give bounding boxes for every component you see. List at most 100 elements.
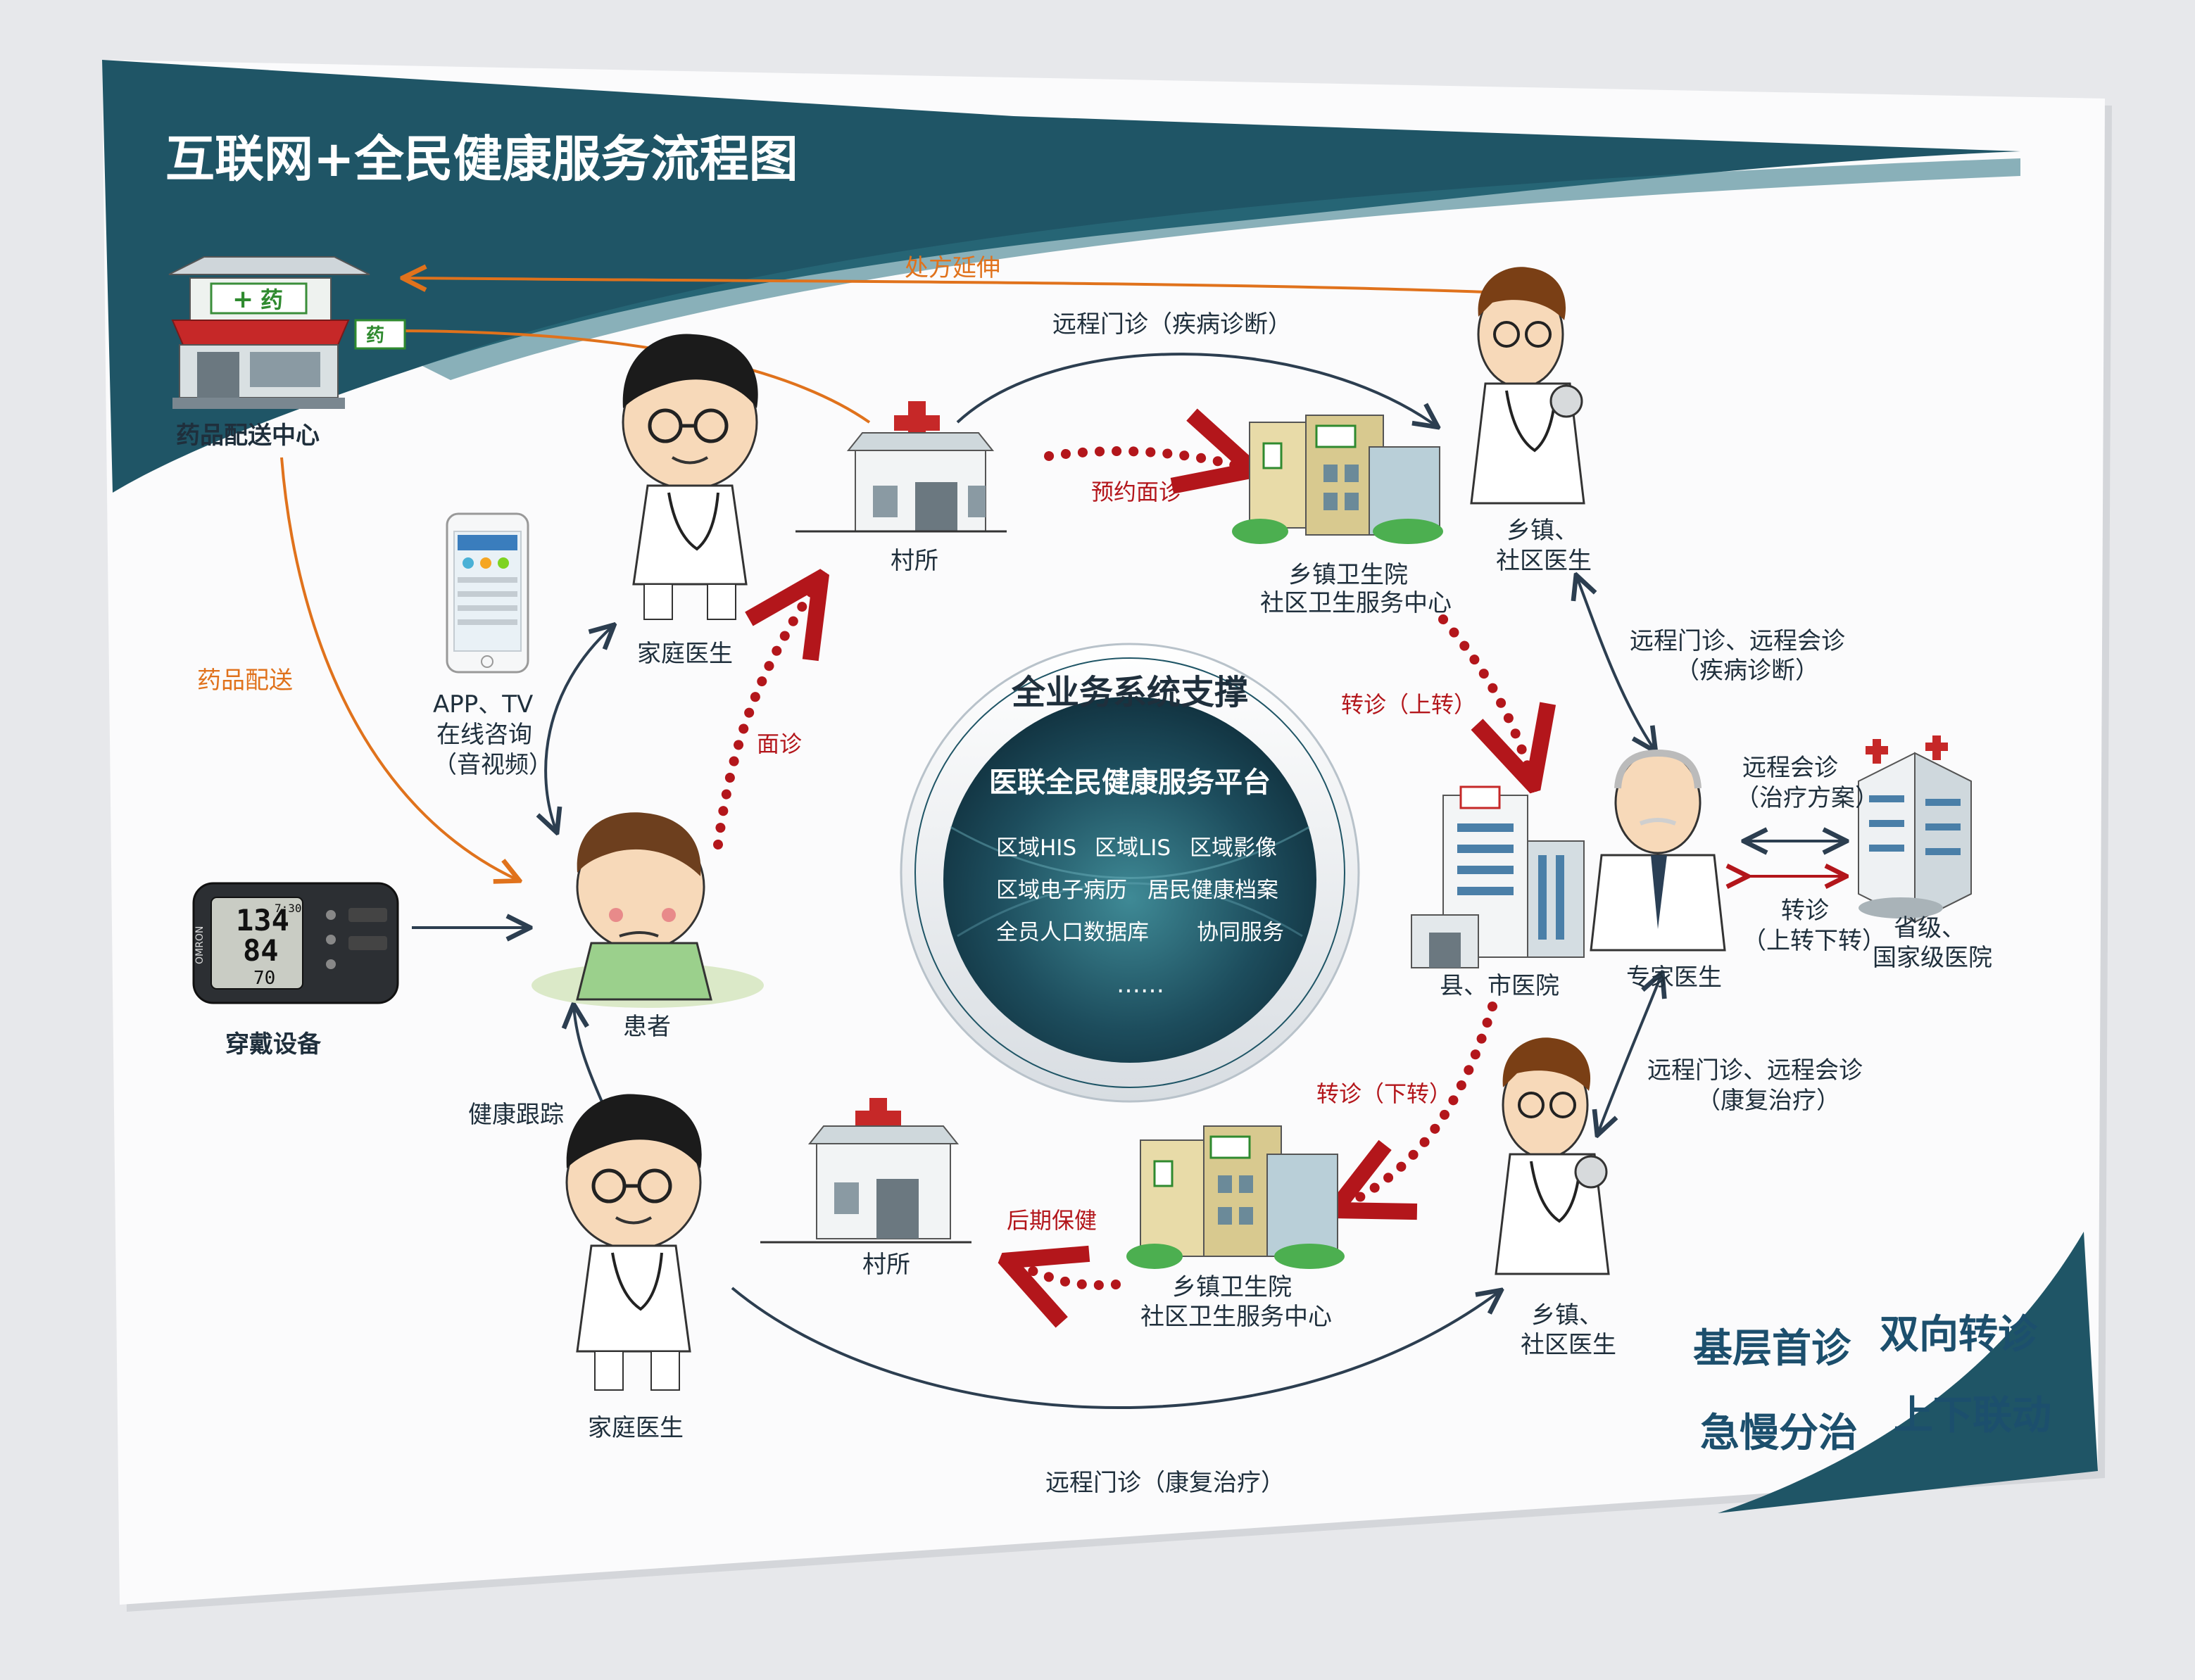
slogans: 基层首诊 双向转诊 急慢分治 上下联动 [1693, 1312, 2051, 1456]
corner-band [1718, 1232, 2098, 1513]
aftercare-label: 后期保健 [1007, 1207, 1097, 1234]
aftercare-arrow [1014, 1263, 1121, 1285]
pharmacy-sign: 药 [260, 286, 283, 313]
platform-disc [943, 697, 1316, 1063]
pharmacy-sign-small: 药 [366, 325, 384, 346]
township-doctor-top [1470, 267, 1585, 505]
remote-clinic-rehab-label: 远程门诊（康复治疗） [1045, 1469, 1285, 1497]
slogan-2: 双向转诊 [1880, 1312, 2038, 1358]
patient-label: 患者 [623, 1013, 671, 1041]
stethoscope-icon [611, 1252, 663, 1311]
app-consult-arrow [546, 626, 612, 830]
drug-delivery-arrow [280, 457, 517, 880]
flow-labels: 处方延伸 远程门诊（疾病诊断） 预约面诊 面诊 药品配送 转诊（上转） 转诊（下… [197, 254, 1886, 1497]
appointment-arrow [1044, 451, 1246, 468]
township-hospital-bottom [1126, 1125, 1345, 1269]
pharmacy-label: 药品配送中心 [176, 422, 320, 450]
referral-up-label: 转诊（上转） [1341, 691, 1476, 718]
drug-delivery-label: 药品配送 [197, 667, 293, 695]
family-doctor-bottom [565, 1094, 702, 1391]
referral-down-label: 转诊（下转） [1316, 1080, 1452, 1107]
township-hospital-top [1232, 415, 1443, 544]
referral-down-arrow [1341, 1002, 1497, 1207]
slogan-4: 上下联动 [1894, 1393, 2051, 1439]
referral-updown-label-1: 转诊 [1781, 897, 1829, 925]
remote-consult-treatment-label-2: （治疗方案） [1735, 784, 1879, 812]
platform-item: 全员人口数据库 [996, 920, 1149, 945]
stethoscope-icon [667, 492, 719, 551]
remote-consult-disease-label-2: （疾病诊断） [1675, 657, 1819, 685]
township-bottom-label-1: 乡镇卫生院 [1172, 1273, 1292, 1301]
expert-doctor-label: 专家医生 [1626, 964, 1722, 992]
township-top-label-1: 乡镇卫生院 [1288, 561, 1408, 589]
platform-item: 区域影像 [1190, 835, 1277, 861]
remote-clinic-top-arrow [956, 353, 1436, 426]
pharmacy-store: + 药 药 [168, 256, 406, 409]
bp-pulse: 70 [253, 968, 275, 989]
remote-consult-disease-label-1: 远程门诊、远程会诊 [1630, 627, 1845, 655]
awning [171, 320, 350, 346]
stethoscope-icon [1530, 1161, 1582, 1223]
ring-label: 全业务系统支撑 [1011, 673, 1248, 712]
prescription-extension-label: 处方延伸 [905, 254, 1000, 282]
platform-item: 协同服务 [1197, 920, 1284, 945]
bp-systolic: 134 [236, 903, 289, 937]
township-doctor-top-label-1: 乡镇、 [1507, 517, 1578, 545]
white-coat [632, 484, 748, 586]
township-bottom-label-2: 社区卫生服务中心 [1140, 1303, 1332, 1331]
face-to-face-arrow [713, 584, 817, 850]
family-doctor-bottom-label: 家庭医生 [588, 1414, 684, 1442]
page-title: 互联网+全民健康服务流程图 [165, 130, 798, 188]
referral-updown-label-2: （上转下转） [1742, 927, 1886, 955]
township-doctor-bottom-label-1: 乡镇、 [1531, 1301, 1603, 1330]
bp-time: 7:30 [275, 902, 302, 915]
expert-top-arrow [1577, 577, 1654, 750]
village-clinic-top [795, 401, 1007, 533]
slogan-3: 急慢分治 [1700, 1410, 1858, 1456]
bp-diastolic: 84 [243, 933, 279, 968]
platform-more: …… [1117, 971, 1164, 999]
platform-item: 区域LIS [1095, 835, 1171, 861]
village-clinic-bottom-label: 村所 [862, 1251, 910, 1279]
village-clinic-top-label: 村所 [891, 547, 938, 575]
app-tv-label-2: 在线咨询 [436, 721, 532, 749]
township-doctor-top-label-2: 社区医生 [1496, 547, 1592, 575]
platform-title: 医联全民健康服务平台 [989, 766, 1271, 799]
township-doctor-bottom-label-2: 社区医生 [1521, 1331, 1616, 1359]
remote-consult-treatment-label-1: 远程会诊 [1742, 754, 1838, 782]
appointment-label: 预约面诊 [1091, 479, 1181, 505]
county-hospital [1411, 785, 1585, 968]
remote-clinic-bottom-arrow [731, 1287, 1499, 1410]
patient [532, 812, 764, 1008]
county-hospital-label: 县、市医院 [1440, 972, 1559, 1000]
health-tracking-label: 健康跟踪 [468, 1101, 564, 1129]
remote-consult-rehab-label-2: （康复治疗） [1697, 1087, 1840, 1115]
app-tv-label-3: （音视频） [433, 751, 553, 779]
platform-item: 区域电子病历 [996, 878, 1127, 903]
expert-bottom-arrow [1598, 975, 1661, 1133]
expert-doctor [1590, 749, 1726, 952]
village-clinic-bottom [760, 1098, 971, 1244]
platform-item: 区域HIS [996, 835, 1076, 861]
app-tv-label-1: APP、TV [433, 690, 533, 719]
provincial-hospital [1858, 735, 1972, 923]
bp-screen [210, 897, 303, 990]
slogan-1: 基层首诊 [1693, 1326, 1851, 1372]
stethoscope-icon [1505, 390, 1557, 453]
family-doctor-top [622, 334, 758, 620]
prescription-arrow [405, 278, 1486, 293]
face-to-face-label: 面诊 [757, 731, 802, 757]
remote-clinic-disease-label: 远程门诊（疾病诊断） [1052, 310, 1292, 339]
township-doctor-bottom [1495, 1037, 1610, 1275]
bp-brand: OMRON [194, 926, 206, 964]
wearable-device: 134 84 70 7:30 OMRON [192, 882, 399, 1004]
header-band [102, 60, 2020, 493]
provincial-label-1: 省级、 [1894, 914, 1966, 942]
township-top-label-2: 社区卫生服务中心 [1260, 589, 1452, 617]
family-doctor-top-label: 家庭医生 [637, 640, 733, 668]
wearable-label: 穿戴设备 [225, 1030, 322, 1059]
remote-consult-rehab-label-1: 远程门诊、远程会诊 [1647, 1056, 1863, 1085]
